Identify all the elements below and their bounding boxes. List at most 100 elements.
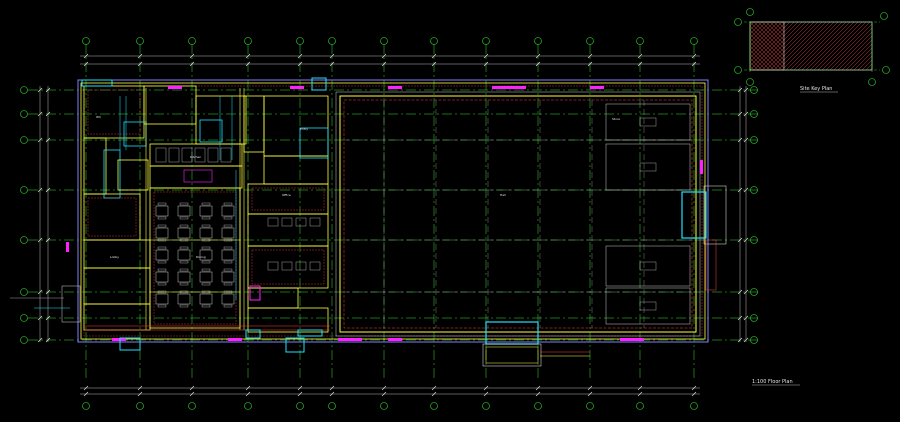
room-label: Kitchen <box>190 155 201 159</box>
axis-bubbles <box>20 37 758 410</box>
grid-bubble-icon <box>244 402 252 410</box>
dimension-tick <box>245 391 251 397</box>
grid-bubble-icon <box>296 402 304 410</box>
dimension-tick <box>743 111 749 117</box>
grid-bubble-icon <box>380 402 388 410</box>
grid-bubble-icon <box>188 402 196 410</box>
dimension-tick <box>245 385 251 391</box>
dining-chair <box>179 202 189 206</box>
dimension-tick <box>483 61 489 67</box>
office-desk <box>295 261 307 271</box>
dimension-tick <box>297 61 303 67</box>
door-mark <box>311 77 327 91</box>
dimension-tick <box>535 385 541 391</box>
office-desk <box>281 217 293 227</box>
grid-bubble-icon <box>750 186 758 194</box>
grid-bubble-icon <box>750 288 758 296</box>
window-mark <box>590 86 604 89</box>
grid-bubble-icon <box>750 236 758 244</box>
room-label: Store <box>612 117 620 121</box>
dining-chair <box>201 202 211 206</box>
dining-chair <box>179 224 189 228</box>
dimension-tick <box>189 391 195 397</box>
storage-unit-mark <box>639 162 657 172</box>
key-plan-title: Site Key Plan <box>800 86 832 92</box>
room-label: Dining <box>196 255 206 259</box>
grid-bubble-icon <box>82 37 90 45</box>
kitchen-equipment <box>155 147 167 163</box>
dining-chair <box>201 290 211 294</box>
dining-chair <box>201 268 211 272</box>
dimension-tick <box>83 391 89 397</box>
grid-bubble-icon <box>750 314 758 322</box>
dimension-tick <box>737 87 743 93</box>
grid-bubble-icon <box>750 336 758 344</box>
door-mark <box>119 337 141 351</box>
door-mark <box>81 79 113 87</box>
room-outline <box>247 307 329 333</box>
dimension-tick <box>45 111 51 117</box>
dining-table <box>221 227 235 239</box>
hall-storage-units <box>605 103 691 325</box>
dimension-tick <box>83 385 89 391</box>
dining-chair <box>223 238 233 242</box>
dimension-tick <box>37 137 43 143</box>
dining-table <box>177 271 191 283</box>
dining-chair <box>157 202 167 206</box>
grid-bubble-icon <box>328 402 336 410</box>
window-mark <box>112 338 126 341</box>
dimension-tick <box>137 61 143 67</box>
grid-bubble-icon <box>734 8 890 86</box>
office-desk <box>309 261 321 271</box>
dining-table <box>199 227 213 239</box>
grid-bubble-icon <box>20 86 28 94</box>
dining-table <box>199 293 213 305</box>
dining-chair <box>201 246 211 250</box>
dimension-tick <box>743 87 749 93</box>
inner-wall <box>87 89 141 135</box>
dimension-tick <box>743 187 749 193</box>
dimension-tick <box>45 337 51 343</box>
dining-chair <box>223 282 233 286</box>
dimension-tick <box>329 53 335 59</box>
dimension-tick <box>743 137 749 143</box>
dimension-tick <box>329 61 335 67</box>
kitchen-equipment <box>168 147 180 163</box>
room-outline <box>199 119 223 143</box>
dimension-tick <box>137 391 143 397</box>
kitchen-equipment <box>194 147 206 163</box>
room-label: Hall <box>500 193 506 197</box>
dimension-tick <box>45 315 51 321</box>
dimension-tick <box>297 53 303 59</box>
grid-bubble-icon <box>328 37 336 45</box>
grid-bubble-icon <box>690 402 698 410</box>
grid-bubble-icon <box>20 136 28 144</box>
dimension-tick <box>45 87 51 93</box>
storage-unit-mark <box>639 261 657 271</box>
dining-chair <box>157 224 167 228</box>
storage-unit <box>605 103 691 141</box>
dining-chair <box>201 224 211 228</box>
dimension-tick <box>189 385 195 391</box>
dimension-tick <box>189 53 195 59</box>
dining-chair <box>157 216 167 220</box>
window-mark <box>492 86 526 89</box>
office-desk <box>309 217 321 227</box>
dimension-tick <box>587 385 593 391</box>
door-mark <box>297 329 323 337</box>
grid-bubble-icon <box>20 288 28 296</box>
dimension-tick <box>381 385 387 391</box>
dimension-tick <box>297 385 303 391</box>
dimension-tick <box>483 53 489 59</box>
grid-bubble-icon <box>750 86 758 94</box>
dimension-tick <box>637 61 643 67</box>
dining-table <box>177 293 191 305</box>
dimension-tick <box>37 289 43 295</box>
dining-table <box>199 271 213 283</box>
dining-chair <box>223 304 233 308</box>
room-outline <box>117 159 149 191</box>
dining-table <box>199 249 213 261</box>
grid-bubble-icon <box>244 37 252 45</box>
door-window-accents <box>66 77 703 353</box>
